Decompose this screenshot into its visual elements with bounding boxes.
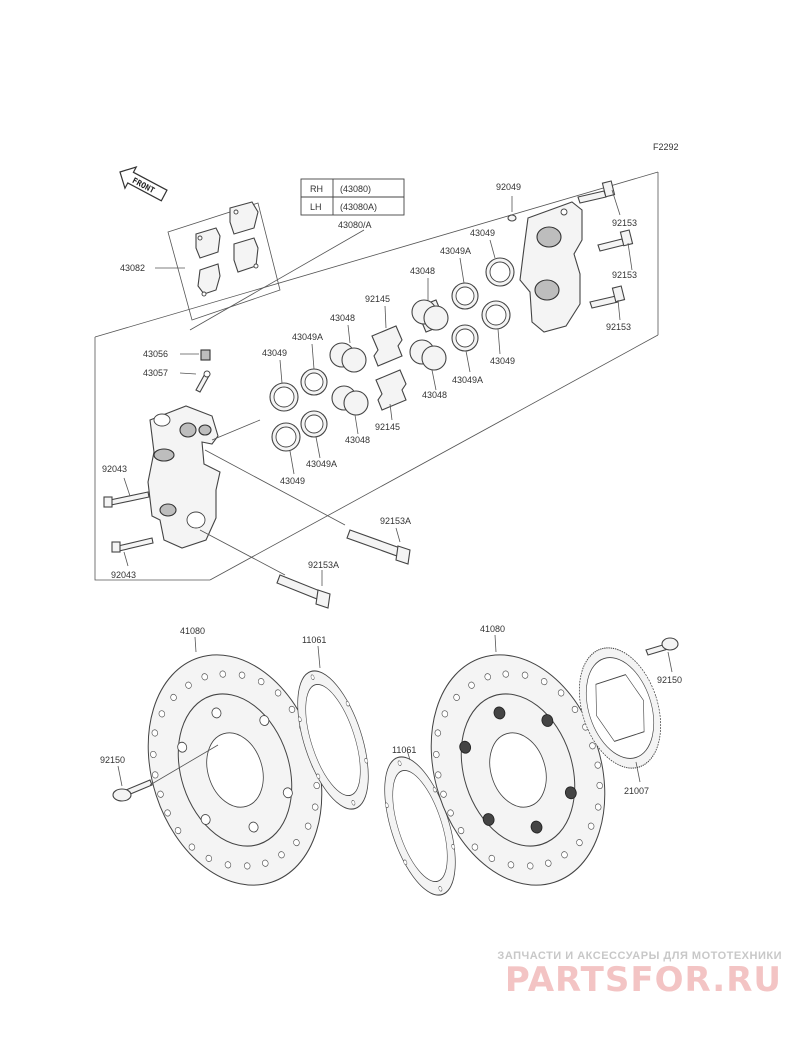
label-spring-1: 92145 — [365, 294, 390, 304]
label-bolt-b: 92153 — [612, 270, 637, 280]
label-piston-2: 43048 — [422, 390, 447, 400]
shim-11061-left — [297, 670, 369, 810]
label-disc-right: 41080 — [480, 624, 505, 634]
mount-bolt-92043-upper — [103, 491, 150, 508]
label-disc-bolt-right: 92150 — [657, 675, 682, 685]
label-piston-1: 43048 — [410, 266, 435, 276]
sensor-rotor-21007 — [578, 647, 662, 769]
brake-pads — [167, 201, 281, 321]
label-disc-left: 41080 — [180, 626, 205, 636]
label-seal-a-2: 43049 — [490, 356, 515, 366]
label-pin-1: 92153A — [380, 516, 411, 526]
label-seal-a-3: 43049 — [262, 348, 287, 358]
label-seal-b-3: 43049A — [292, 332, 323, 342]
pin-92153a-lower — [276, 574, 331, 609]
watermark-logo: PARTSFOR.RU — [504, 960, 782, 1000]
bolt-92153-a — [577, 180, 616, 204]
label-washer: 92049 — [496, 182, 521, 192]
disc-bolt-92150-right — [645, 637, 679, 656]
spec-part-rh: (43080) — [340, 184, 371, 194]
diagram-code: F2292 — [653, 142, 679, 152]
spec-side-rh: RH — [310, 184, 323, 194]
label-spring-2: 92145 — [375, 422, 400, 432]
brake-disc-right — [430, 654, 606, 886]
label-mount-bolt-2: 92043 — [111, 570, 136, 580]
bolt-92153-c — [589, 285, 626, 309]
watermark: ЗАПЧАСТИ И АКСЕССУАРЫ ДЛЯ МОТОТЕХНИКИ PA… — [462, 950, 782, 1000]
spec-side-lh: LH — [310, 202, 322, 212]
label-seal-a-1: 43049 — [470, 228, 495, 238]
label-piston-3: 43048 — [330, 313, 355, 323]
front-arrow-icon: FRONT — [119, 166, 168, 202]
plug-43056 — [200, 349, 211, 361]
label-shim-left: 11061 — [302, 635, 326, 645]
label-bleeder: 43057 — [143, 368, 168, 378]
piston-43048-right-top — [411, 299, 449, 333]
label-bolt-a: 92153 — [612, 218, 637, 228]
label-seal-a-4: 43049 — [280, 476, 305, 486]
spec-part-lh: (43080A) — [340, 202, 377, 212]
label-bolt-c: 92153 — [606, 322, 631, 332]
label-piston-4: 43048 — [345, 435, 370, 445]
label-pads: 43082 — [120, 263, 145, 273]
label-mount-bolt-1: 92043 — [102, 464, 127, 474]
spec-table: RH (43080) LH (43080A) — [300, 178, 405, 216]
pin-92153a-upper — [346, 529, 411, 565]
piston-43048-right-bot — [409, 339, 447, 371]
label-shim-right: 11061 — [392, 745, 416, 755]
mount-bolt-92043-lower — [111, 537, 154, 553]
watermark-tagline: ЗАПЧАСТИ И АКСЕССУАРЫ ДЛЯ МОТОТЕХНИКИ — [497, 950, 782, 962]
left-caliper — [147, 405, 221, 549]
label-plug: 43056 — [143, 349, 168, 359]
bleeder-43057 — [195, 370, 211, 393]
disc-bolt-92150-left — [112, 779, 153, 802]
label-seal-b-2: 43049A — [452, 375, 483, 385]
label-pin-2: 92153A — [308, 560, 339, 570]
piston-43048-left-bot — [331, 385, 369, 416]
label-disc-bolt-left: 92150 — [100, 755, 125, 765]
label-seal-b-4: 43049A — [306, 459, 337, 469]
washer-92049 — [507, 214, 517, 222]
label-assy: 43080/A — [338, 220, 372, 230]
piston-43048-left-top — [329, 342, 367, 373]
brake-disc-left — [147, 654, 323, 886]
bolt-92153-b — [597, 229, 634, 252]
label-seal-b-1: 43049A — [440, 246, 471, 256]
right-caliper — [519, 201, 583, 333]
label-sensor-rotor: 21007 — [624, 786, 649, 796]
pad-spring-upper — [371, 325, 403, 367]
pad-spring-lower — [375, 369, 407, 411]
